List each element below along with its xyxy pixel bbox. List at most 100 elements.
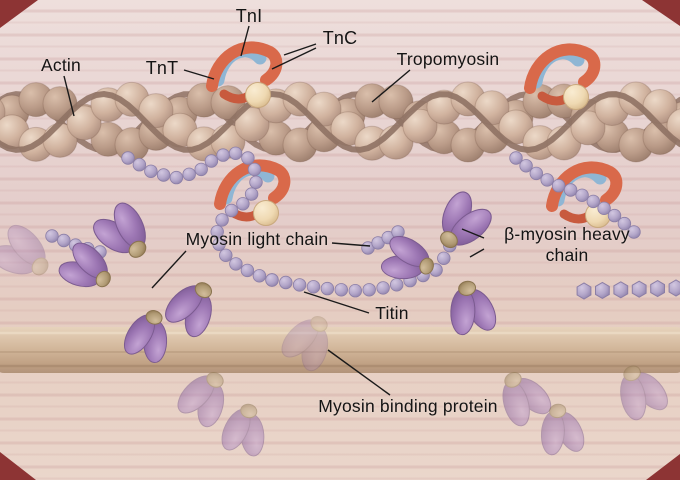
actin-bead: [210, 85, 246, 121]
actin-bead: [402, 108, 438, 144]
titin-bead: [607, 208, 622, 223]
myosin-hexagon-bead: [668, 279, 680, 297]
titin-bead: [215, 213, 229, 227]
titin-bead: [236, 197, 250, 211]
troponin-tni-red: [214, 159, 291, 210]
myosin-head-lobe: [540, 410, 565, 456]
titin-bead: [362, 283, 376, 297]
titin-bead: [224, 203, 239, 218]
titin-bead: [551, 178, 566, 193]
myosin-heads: [0, 191, 668, 457]
titin-bead: [586, 194, 601, 209]
titin-bead: [376, 281, 390, 295]
titin-bead: [252, 269, 267, 283]
label-myosin-binding-protein: Myosin binding protein: [318, 396, 498, 416]
titin-bead: [390, 278, 404, 292]
titin-bead: [334, 283, 349, 297]
leader-line: [461, 228, 485, 239]
leader-line: [283, 43, 317, 56]
label-tropomyosin: Tropomyosin: [396, 49, 500, 69]
titin-bead: [292, 278, 307, 292]
titin-bead: [279, 275, 293, 290]
label-myosin-light-chain: Myosin light chain: [185, 229, 329, 249]
myosin-neck: [145, 310, 163, 325]
myosin-hexagon-bead: [576, 282, 592, 300]
titin-bead: [132, 157, 147, 172]
myosin-hexagon-bead: [631, 280, 647, 298]
myosin-head: [177, 371, 225, 428]
titin-bead: [249, 175, 263, 190]
actin-bead: [378, 84, 414, 120]
titin-bead: [265, 273, 279, 287]
titin-bead: [348, 284, 363, 298]
actin-bead: [138, 93, 174, 129]
leader-lines: [63, 25, 485, 396]
titin-bead-chains: [45, 146, 680, 300]
troponin-cream-subunit: [563, 84, 589, 110]
titin-bead: [617, 216, 632, 231]
titin-bead: [306, 280, 321, 294]
titin-bead: [240, 263, 255, 278]
myosin-head: [540, 403, 585, 456]
corner-triangle: [0, 452, 36, 480]
leader-line: [151, 250, 187, 289]
titin-bead: [182, 167, 196, 182]
corner-triangle: [646, 454, 680, 480]
titin-bead: [241, 151, 255, 165]
troponin-tni-red: [206, 41, 283, 92]
myosin-head: [0, 224, 49, 276]
leader-line: [63, 75, 75, 117]
myosin-neck: [310, 315, 328, 332]
myosin-head: [123, 310, 168, 364]
myosin-neck: [458, 280, 477, 296]
myosin-hexagon-bead: [650, 280, 665, 298]
titin-bead: [519, 159, 533, 173]
titin-bead: [228, 146, 243, 161]
titin-bead: [509, 151, 523, 165]
titin-bead: [529, 166, 544, 181]
myosin-neck: [31, 257, 49, 276]
troponin-cream-subunit: [253, 200, 279, 226]
titin-bead: [169, 170, 184, 185]
leader-line: [469, 248, 485, 258]
myosin-hexagon-bead: [613, 281, 629, 299]
titin-bead: [219, 248, 233, 263]
myosin-neck: [440, 231, 458, 249]
titin-bead: [144, 164, 158, 179]
myosin-head: [440, 191, 492, 249]
titin-bead: [540, 173, 554, 187]
troponin-complex: [206, 41, 283, 108]
actin-bead: [570, 110, 606, 146]
titin-bead: [627, 225, 641, 239]
myosin-head: [281, 315, 329, 372]
myosin-head: [165, 282, 213, 338]
troponin-cream-subunit: [245, 82, 271, 108]
corner-triangle: [0, 0, 38, 28]
titin-bead: [244, 187, 259, 201]
myosin-head: [502, 371, 552, 427]
leader-line: [303, 291, 370, 314]
leader-line: [371, 69, 411, 103]
leader-line: [327, 349, 391, 396]
myosin-neck: [95, 270, 111, 288]
titin-bead: [575, 188, 589, 203]
myosin-neck: [194, 282, 213, 299]
myosin-neck: [240, 403, 258, 419]
label-tnt: TnT: [145, 58, 179, 78]
titin-bead: [437, 251, 451, 265]
leader-line: [183, 69, 215, 80]
label-beta-myosin-heavy-chain: β-myosin heavy chain: [504, 224, 630, 265]
titin-bead: [229, 257, 243, 271]
myosin-neck: [549, 403, 567, 419]
leader-line: [271, 47, 317, 70]
troponin-complex: [524, 43, 601, 110]
tropomyosin-strand-front: [0, 90, 680, 154]
myosin-head: [620, 365, 668, 421]
myosin-neck: [623, 365, 641, 382]
label-tni: TnI: [235, 6, 263, 26]
titin-bead: [216, 148, 230, 162]
myosin-neck: [128, 240, 147, 258]
